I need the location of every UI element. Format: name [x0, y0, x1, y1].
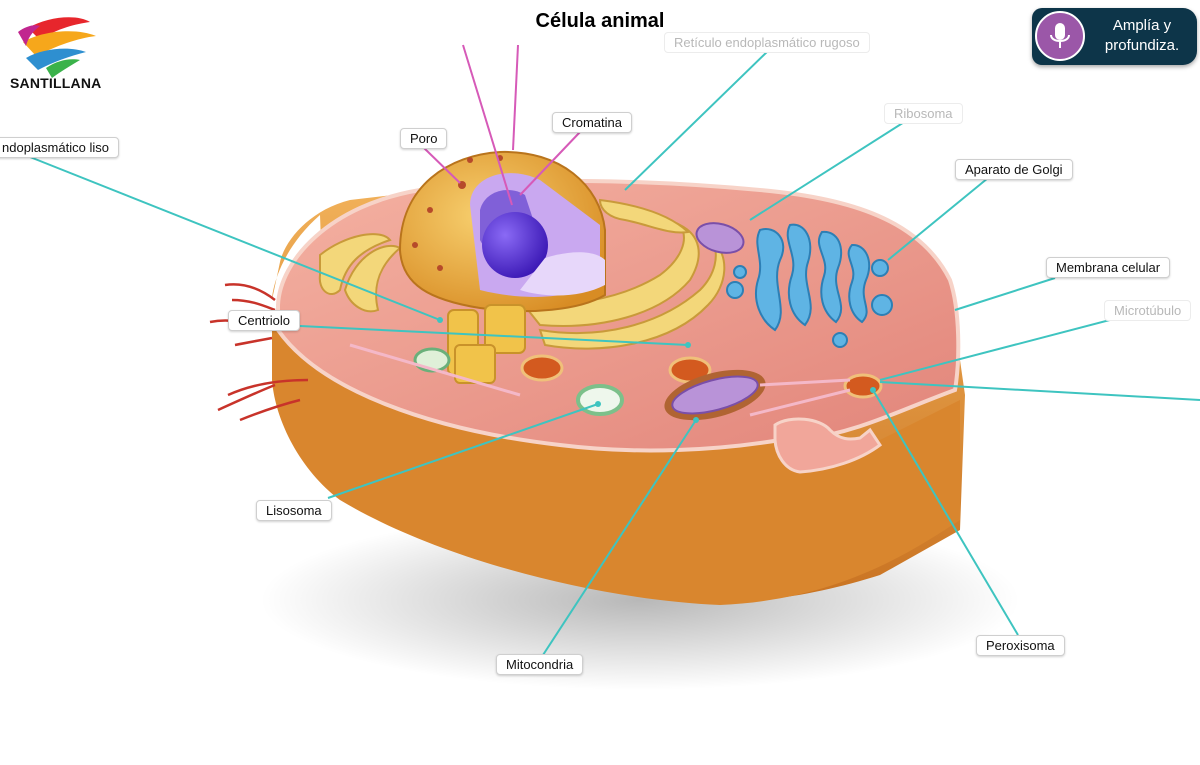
nucleolus	[482, 212, 548, 278]
cell-notch	[773, 417, 883, 474]
label-aparato-golgi[interactable]: Aparato de Golgi	[955, 159, 1073, 180]
teal-leader-lines	[24, 47, 1200, 656]
label-ribosoma[interactable]: Ribosoma	[884, 103, 963, 124]
amplia-line1: Amplía y	[1112, 17, 1172, 34]
microphone-icon	[1035, 11, 1085, 61]
amplia-button-text: Amplía y profundiza.	[1092, 16, 1192, 56]
label-cromatina[interactable]: Cromatina	[552, 112, 632, 133]
cell-front-face	[272, 318, 960, 605]
amplia-profundiza-button[interactable]: Amplía y profundiza.	[1032, 8, 1197, 65]
santillana-logo-icon	[18, 17, 96, 78]
nucleus	[398, 150, 606, 313]
mitochondria	[664, 222, 766, 421]
label-peroxisoma[interactable]: Peroxisoma	[976, 635, 1065, 656]
label-membrana-celular[interactable]: Membrana celular	[1046, 257, 1171, 278]
label-centriolo[interactable]: Centriolo	[228, 310, 301, 331]
label-mitocondria[interactable]: Mitocondria	[496, 654, 584, 675]
amplia-line2: profundiza.	[1104, 37, 1180, 54]
label-poro[interactable]: Poro	[400, 128, 448, 149]
centriole	[447, 304, 526, 384]
golgi-apparatus	[726, 223, 893, 348]
logo-text: SANTILLANA	[10, 75, 102, 91]
label-reticulo-liso[interactable]: ndoplasmático liso	[0, 137, 119, 158]
page-title: Célula animal	[535, 10, 665, 32]
pink-leader-lines	[423, 44, 581, 206]
label-microtubulo[interactable]: Microtúbulo	[1104, 300, 1192, 321]
label-reticulo-rugoso[interactable]: Retículo endoplasmático rugoso	[664, 32, 870, 53]
cytoskeleton	[349, 343, 851, 417]
label-lisosoma[interactable]: Lisosoma	[256, 500, 332, 521]
